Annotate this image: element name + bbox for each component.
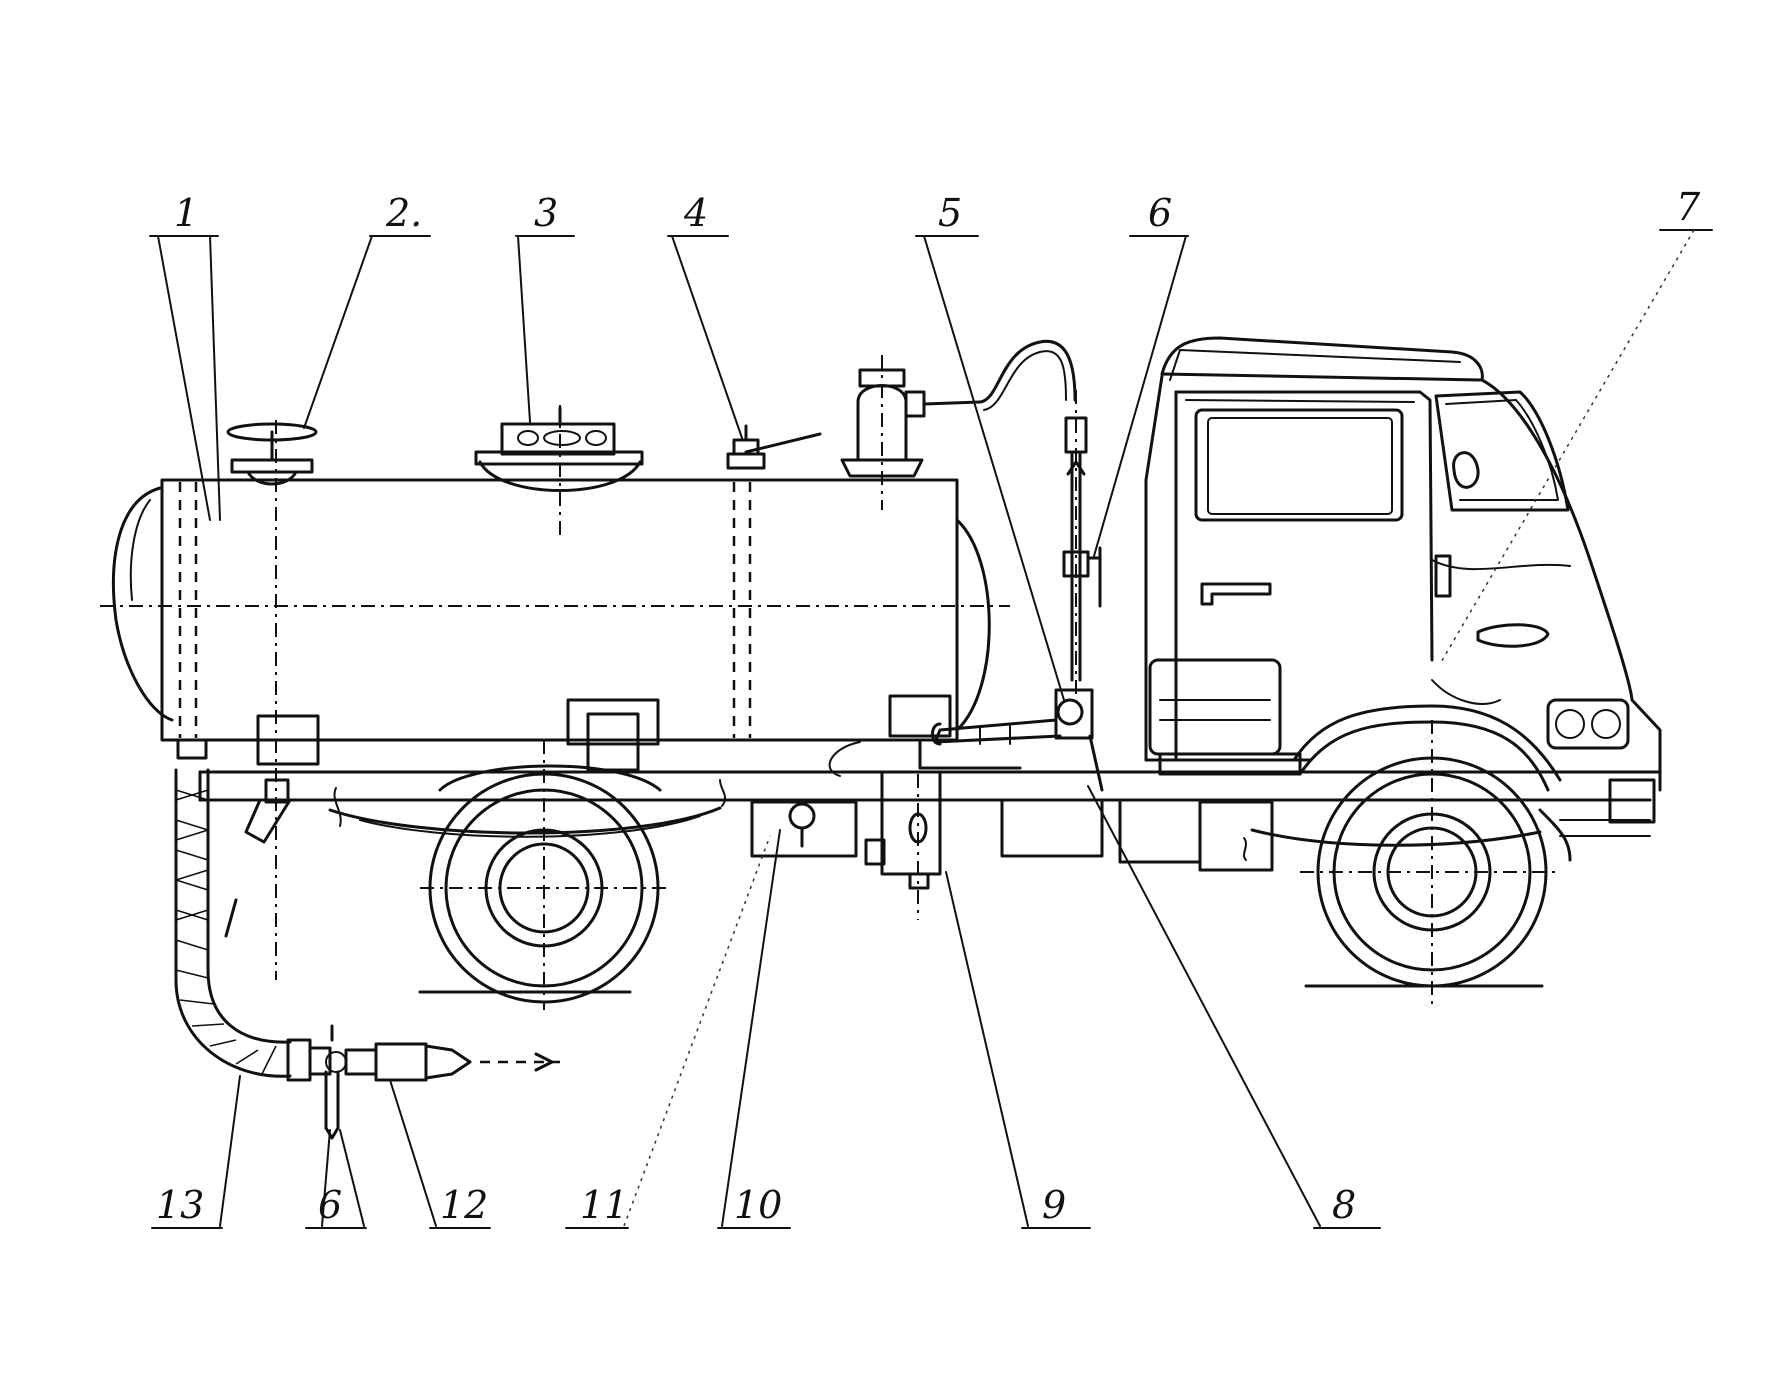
hand-wheel-valve <box>226 420 318 980</box>
tank <box>100 478 1010 772</box>
callout-5: 5 <box>938 191 962 235</box>
vacuum-pump <box>828 688 1104 792</box>
callout-1: 1 <box>174 191 198 235</box>
callout-9: 9 <box>1042 1183 1066 1227</box>
vertical-pipe-valve <box>1062 390 1102 700</box>
callout-13: 13 <box>156 1183 204 1227</box>
leader-lines <box>149 229 1713 1229</box>
callout-7: 7 <box>1676 185 1701 229</box>
callout-labels: 1 2. 3 4 5 6 7 8 9 10 11 12 6 13 <box>156 185 1701 1227</box>
callout-3: 3 <box>534 191 558 235</box>
callout-2: 2. <box>385 191 422 235</box>
top-valve <box>726 424 822 470</box>
safety-valve <box>840 339 1077 510</box>
callout-11: 11 <box>580 1183 628 1227</box>
manhole-cover <box>474 405 644 540</box>
rear-wheel <box>418 740 670 1010</box>
front-wheel <box>1292 704 1562 1010</box>
callout-6-top: 6 <box>1148 191 1172 235</box>
callout-12: 12 <box>440 1183 488 1227</box>
callout-4: 4 <box>683 191 708 235</box>
callout-10: 10 <box>734 1183 782 1227</box>
suction-hose <box>174 738 560 1140</box>
chassis-frame <box>198 770 1662 920</box>
truck-cab <box>1144 336 1662 792</box>
callout-6-bottom: 6 <box>318 1183 342 1227</box>
callout-8: 8 <box>1332 1183 1356 1227</box>
